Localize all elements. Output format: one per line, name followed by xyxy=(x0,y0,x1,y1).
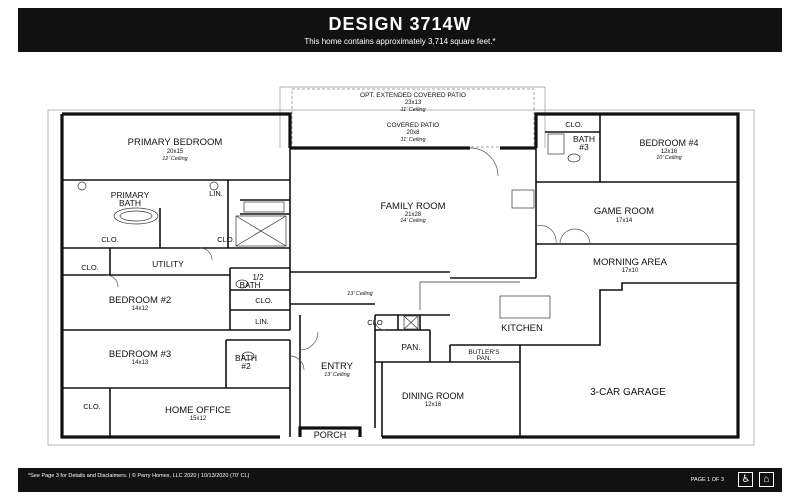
primary-bath-name: PRIMARY xyxy=(111,190,150,200)
primary-closet-left-label: CLO. xyxy=(101,235,119,244)
hall-linen-label: LIN. xyxy=(255,317,269,326)
family-room-ceiling: 14' Ceiling xyxy=(400,218,426,224)
interior-walls xyxy=(62,114,738,437)
accessibility-icon: ♿ xyxy=(738,472,754,487)
primary-closet-right-label: CLO. xyxy=(217,235,235,244)
half-bath-closet-label: CLO. xyxy=(255,296,273,305)
utility-closet-label: CLO. xyxy=(81,263,99,272)
butler-pantry-name: BUTLER'S xyxy=(468,349,500,356)
garage-name: 3-CAR GARAGE xyxy=(590,387,666,398)
bed4-closet-label: CLO. xyxy=(565,120,583,129)
kitchen-name: KITCHEN xyxy=(501,323,543,334)
porch-name: PORCH xyxy=(314,430,347,440)
game-room-name: GAME ROOM xyxy=(594,206,654,217)
exterior-walls xyxy=(60,112,740,439)
entry-name: ENTRY xyxy=(321,361,354,372)
room-labels: OPT. EXTENDED COVERED PATIO 23x13 11' Ce… xyxy=(81,92,698,440)
dining-room-size: 12x16 xyxy=(425,402,442,408)
bath3-name: BATH xyxy=(573,134,595,144)
patio-ceiling: 11' Ceiling xyxy=(400,137,426,143)
dining-room-name: DINING ROOM xyxy=(402,391,464,401)
office-closet-label: CLO. xyxy=(83,402,101,411)
bedroom3-name: BEDROOM #3 xyxy=(109,349,171,360)
bedroom3-size: 14x13 xyxy=(132,360,149,366)
kitchen-closet-label: CLO xyxy=(367,318,383,327)
ext-patio-size: 23x13 xyxy=(405,100,422,106)
plan-title: DESIGN 3714W xyxy=(328,14,472,34)
family-room-name: FAMILY ROOM xyxy=(380,201,445,212)
primary-bedroom-name: PRIMARY BEDROOM xyxy=(128,137,223,148)
bedroom4-name: BEDROOM #4 xyxy=(639,138,698,148)
fixtures xyxy=(77,133,581,361)
primary-bedroom-size: 20x15 xyxy=(167,149,184,155)
page-number: PAGE 1 OF 3 xyxy=(690,477,724,483)
bedroom4-ceiling: 10' Ceiling xyxy=(656,155,682,161)
patio-size: 20x8 xyxy=(406,130,420,136)
ext-patio-name: OPT. EXTENDED COVERED PATIO xyxy=(360,92,466,99)
patio-name: COVERED PATIO xyxy=(387,122,440,129)
outline-guides xyxy=(47,86,755,446)
gallery-ceiling: 13' Ceiling xyxy=(347,291,373,297)
bedroom2-size: 14x12 xyxy=(132,306,149,312)
bath2-name: BATH xyxy=(235,353,257,363)
bath2-name2: #2 xyxy=(241,361,251,371)
game-room-size: 17x14 xyxy=(616,218,633,224)
half-bath-name2: BATH xyxy=(240,281,261,290)
ext-patio-ceiling: 11' Ceiling xyxy=(400,107,426,113)
utility-name: UTILITY xyxy=(152,259,184,269)
footer-icons: ♿ ⌂ xyxy=(734,472,774,487)
title-banner: DESIGN 3714W This home contains approxim… xyxy=(18,8,782,52)
footer-disclaimer: *See Page 3 for Details and Disclaimers.… xyxy=(28,473,250,479)
entry-ceiling: 13' Ceiling xyxy=(324,372,350,378)
home-office-name: HOME OFFICE xyxy=(165,405,231,416)
bedroom4-size: 12x16 xyxy=(661,149,678,155)
footer-banner: *See Page 3 for Details and Disclaimers.… xyxy=(18,468,782,492)
morning-area-name: MORNING AREA xyxy=(593,257,668,268)
bath3-name2: #3 xyxy=(579,142,589,152)
morning-area-size: 17x10 xyxy=(622,268,639,274)
plan-subtitle: This home contains approximately 3,714 s… xyxy=(304,37,496,46)
door-swings xyxy=(105,147,591,371)
home-office-size: 15x12 xyxy=(190,416,207,422)
pantry-name: PAN. xyxy=(401,342,420,352)
equal-housing-icon: ⌂ xyxy=(759,472,774,487)
family-room-size: 21x28 xyxy=(405,212,422,218)
butler-pantry-name2: PAN. xyxy=(477,355,492,362)
primary-bedroom-ceiling: 12' Ceiling xyxy=(162,156,188,162)
bedroom2-name: BEDROOM #2 xyxy=(109,295,171,306)
primary-bath-name2: BATH xyxy=(119,198,141,208)
linen-closet-label: LIN. xyxy=(209,189,223,198)
half-bath-name: 1/2 xyxy=(252,273,264,282)
